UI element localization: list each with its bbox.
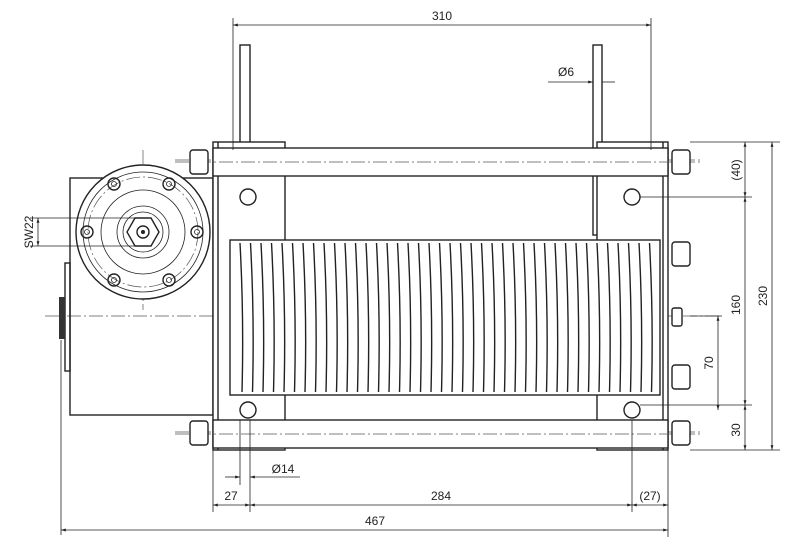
cable-winding: [575, 242, 580, 393]
cable-winding: [554, 242, 559, 393]
cable-winding: [564, 242, 569, 393]
dim-30: 30: [729, 423, 743, 437]
cable-winding: [365, 242, 370, 393]
cable-winding: [407, 242, 412, 393]
cable-winding: [375, 242, 380, 393]
cable-winding: [302, 242, 307, 393]
nuts: [189, 149, 691, 446]
cable-winding: [459, 242, 464, 393]
cable-winding: [386, 242, 391, 393]
cable-winding: [543, 242, 548, 393]
dim-wrench-size: SW22: [22, 215, 36, 248]
cable-winding: [480, 242, 485, 393]
cable-winding: [438, 242, 443, 393]
cable-winding: [239, 242, 244, 393]
dim-right-offset: (27): [639, 489, 660, 503]
mounting-holes: [239, 188, 641, 419]
dimension-labels: 310 Ø6 (40) 230 160 70 30 SW22 Ø14 27 28…: [22, 9, 770, 528]
cable-winding: [585, 242, 590, 393]
cable-winding: [344, 242, 349, 393]
tie-bars: [175, 147, 700, 449]
cable-winding: [501, 242, 506, 393]
cable-winding: [333, 242, 338, 393]
cable-winding: [396, 242, 401, 393]
cable-winding: [533, 242, 538, 393]
vertical-rods: [239, 44, 603, 236]
cable-winding: [281, 242, 286, 393]
cable-winding: [260, 242, 265, 393]
cable-winding: [354, 242, 359, 393]
dim-467: 467: [365, 514, 385, 528]
dim-160: 160: [729, 295, 743, 315]
dimension-lines: [30, 18, 780, 537]
dim-hole-diameter: Ø14: [272, 462, 295, 476]
cable-winding: [312, 242, 317, 393]
cable-winding: [249, 242, 254, 393]
cable-winding: [648, 242, 653, 393]
cable-winding: [522, 242, 527, 393]
cable-winding: [417, 242, 422, 393]
dim-rod-diameter: Ø6: [558, 65, 574, 79]
flange-bolts: [80, 177, 204, 287]
dim-284: 284: [431, 489, 451, 503]
cable-drum: [229, 239, 661, 396]
cable-winding: [449, 242, 454, 393]
cable-winding: [638, 242, 643, 393]
dim-27: 27: [224, 489, 238, 503]
cable-winding: [627, 242, 632, 393]
motor-flange: [75, 164, 211, 300]
dim-310: 310: [432, 9, 452, 23]
dim-top-offset: (40): [729, 159, 743, 180]
cable-winding: [617, 242, 622, 393]
cable-winding: [270, 242, 275, 393]
cable-winding: [291, 242, 296, 393]
cable-winding: [606, 242, 611, 393]
cable-winding: [596, 242, 601, 393]
cable-winding: [428, 242, 433, 393]
cable-winding: [491, 242, 496, 393]
cable-winding: [470, 242, 475, 393]
dim-230: 230: [756, 286, 770, 306]
cable-winding: [323, 242, 328, 393]
cable-winding: [512, 242, 517, 393]
dim-70: 70: [702, 356, 716, 370]
